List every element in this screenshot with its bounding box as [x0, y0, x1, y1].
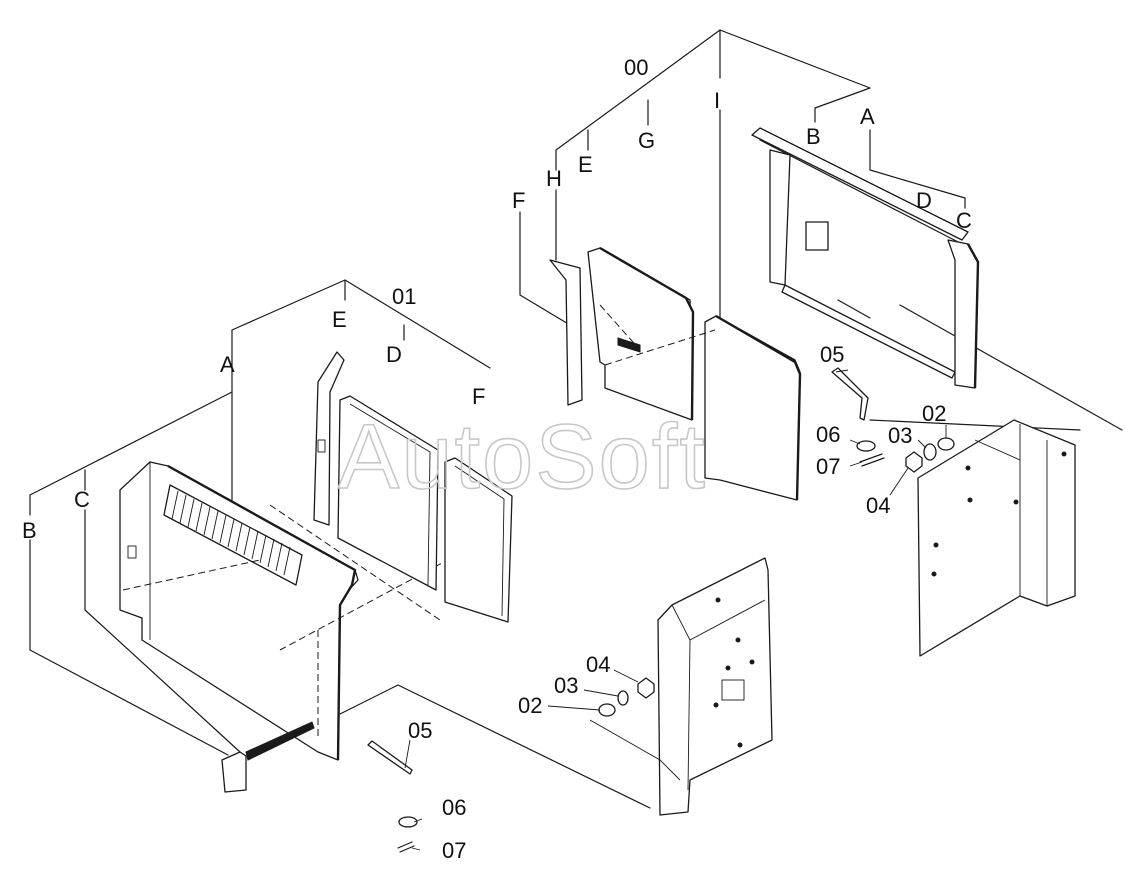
label-right-03: 03	[888, 423, 912, 448]
left-trim-strip-e	[313, 351, 345, 526]
right-washer-02	[937, 437, 955, 451]
left-strip-05	[367, 740, 413, 775]
label-right-c: C	[956, 208, 972, 233]
left-panel-f	[444, 457, 513, 623]
label-left-a: A	[220, 352, 235, 377]
watermark-text: AutoSoft	[338, 406, 707, 508]
frame-bottom-rail	[781, 284, 956, 379]
frame-left-post	[769, 149, 791, 286]
label-left-03: 03	[554, 673, 578, 698]
left-washer-06	[398, 816, 418, 828]
label-right-i: I	[714, 88, 720, 113]
label-left-01: 01	[392, 284, 416, 309]
center-nut-04	[637, 677, 655, 699]
frame-block-b	[805, 221, 829, 251]
label-right-g: G	[638, 128, 655, 153]
label-left-04: 04	[586, 652, 610, 677]
label-left-05: 05	[408, 718, 432, 743]
label-left-06: 06	[442, 795, 466, 820]
label-right-02: 02	[922, 401, 946, 426]
right-strip-05	[831, 367, 869, 421]
cover-latch-slot	[127, 545, 137, 559]
right-labels: 00 A B C D E F G H I 02 03 04 05 06 07	[512, 55, 972, 518]
label-right-07: 07	[816, 454, 840, 479]
label-right-d: D	[916, 188, 932, 213]
label-left-f: F	[472, 384, 485, 409]
center-bracket	[589, 557, 773, 816]
left-assembly	[29, 279, 651, 853]
label-right-e: E	[578, 152, 593, 177]
left-latch-b	[221, 751, 247, 793]
right-washer-06	[856, 440, 876, 452]
center-lockwasher-03	[617, 690, 629, 706]
label-left-c: C	[74, 487, 90, 512]
label-right-b: B	[806, 124, 821, 149]
label-right-f: F	[512, 188, 525, 213]
label-right-06: 06	[816, 422, 840, 447]
label-left-d: D	[386, 342, 402, 367]
label-right-05: 05	[820, 342, 844, 367]
label-right-h: H	[546, 166, 562, 191]
center-washer-02	[598, 703, 616, 717]
right-lockwasher-03	[923, 443, 937, 461]
label-left-e: E	[332, 307, 347, 332]
label-left-02: 02	[518, 693, 542, 718]
frame-top-rail	[751, 127, 969, 241]
right-side-plate	[917, 419, 1076, 657]
center-bracket-plate	[657, 557, 773, 816]
label-left-07: 07	[442, 838, 466, 863]
left-labels: A B C D E F 01 02 03 04 05 06 07	[22, 284, 610, 863]
label-left-b: B	[22, 518, 37, 543]
bracket-h	[549, 259, 583, 406]
label-right-04: 04	[866, 493, 890, 518]
label-right-00: 00	[624, 55, 648, 80]
left-panel-d	[337, 395, 439, 591]
label-right-a: A	[860, 104, 875, 129]
right-assembly	[519, 29, 1123, 657]
right-nut-04	[905, 451, 923, 473]
